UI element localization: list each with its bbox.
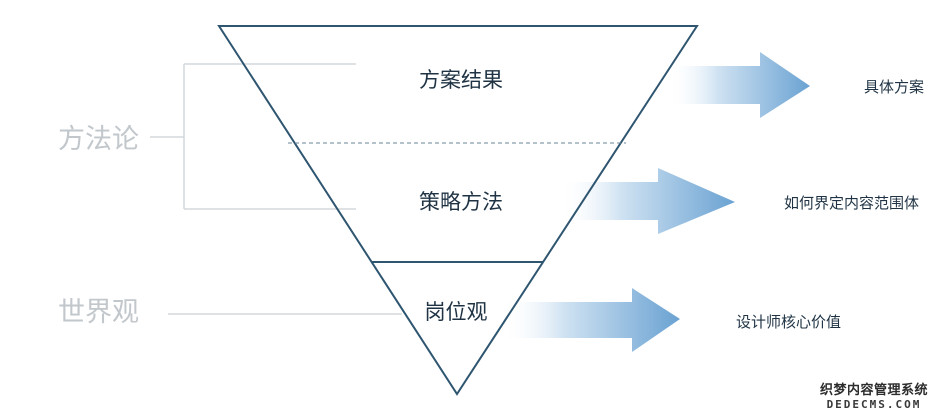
arrow-middle — [560, 168, 735, 234]
right-label-middle: 如何界定内容范围体 — [784, 194, 919, 212]
inverted-triangle — [217, 25, 699, 396]
layer-top-label: 方案结果 — [419, 68, 503, 92]
methodology-label: 方法论 — [58, 124, 139, 155]
layer-middle-label: 策略方法 — [419, 190, 503, 214]
worldview-label: 世界观 — [58, 297, 139, 328]
arrow-bottom — [502, 288, 680, 352]
watermark-line1: 织梦内容管理系统 — [819, 383, 928, 398]
layer-bottom-label: 岗位观 — [425, 300, 488, 324]
arrow-top — [668, 52, 810, 118]
methodology-bracket — [150, 63, 356, 210]
right-label-top: 具体方案 — [864, 78, 924, 96]
watermark-line2: DEDECMS.COM — [826, 398, 922, 411]
right-label-bottom: 设计师核心价值 — [736, 313, 841, 331]
watermark: 织梦内容管理系统 DEDECMS.COM — [820, 384, 928, 410]
